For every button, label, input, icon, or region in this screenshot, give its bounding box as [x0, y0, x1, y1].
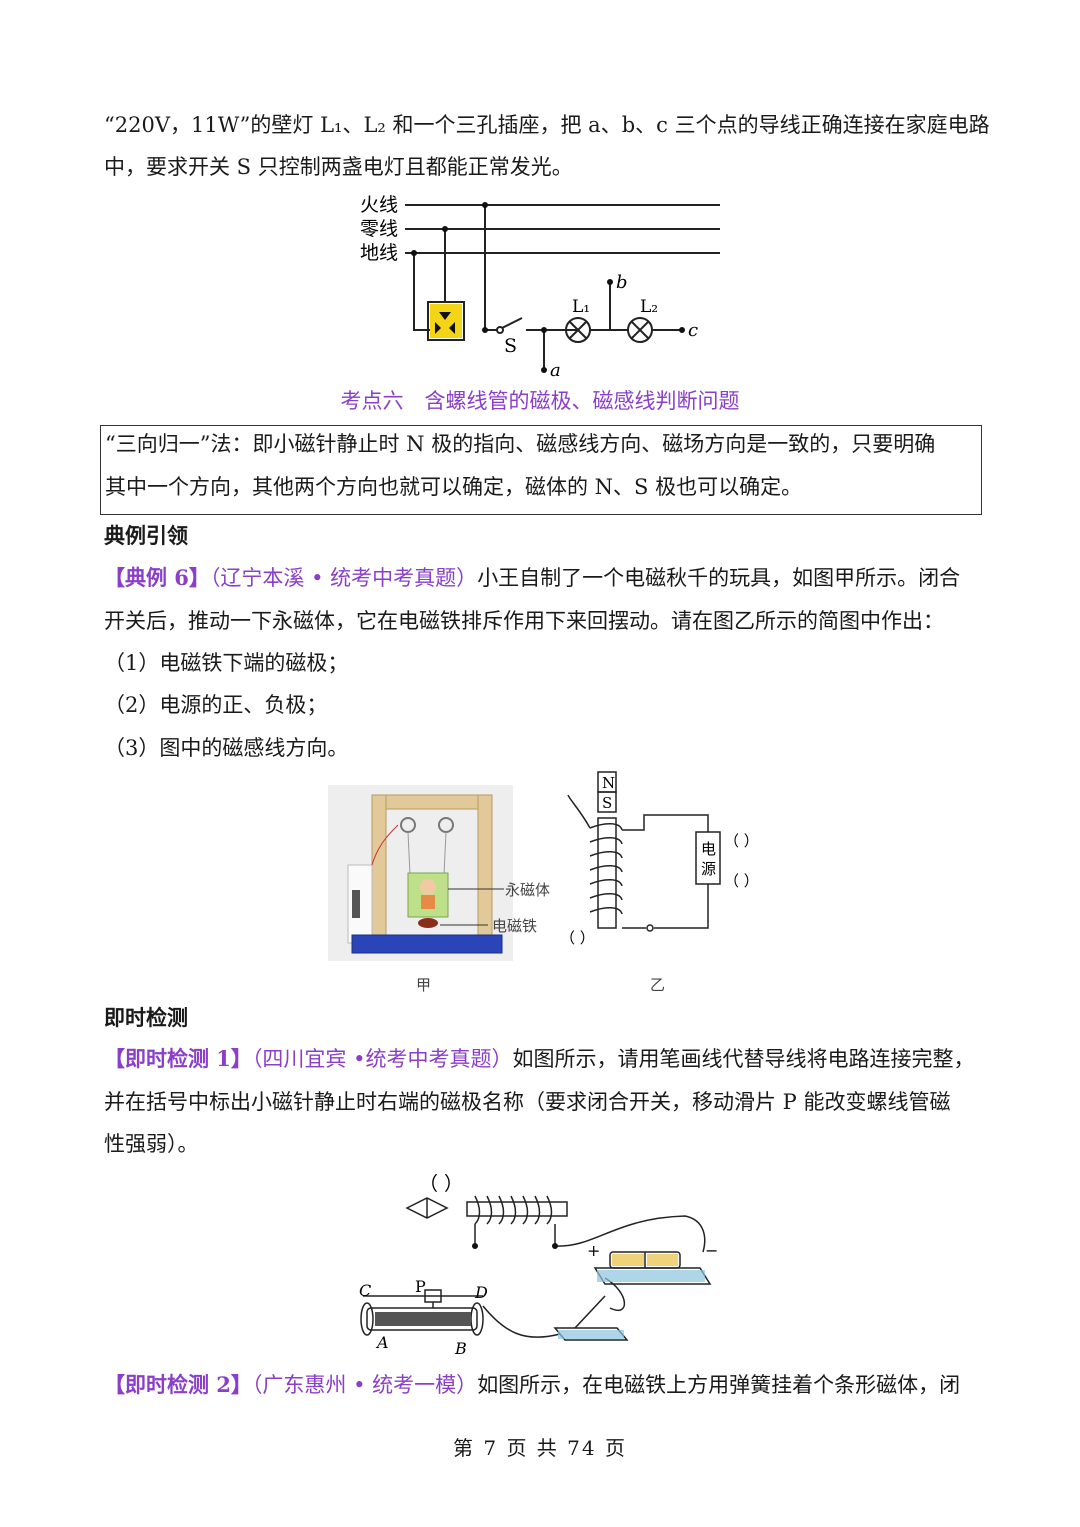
check-2-source: （广东惠州 • 统考一模）	[251, 1373, 478, 1397]
example-heading: 典例引领	[104, 523, 188, 548]
example-6-text-1: 小王自制了一个电磁秋千的玩具，如图甲所示。闭合	[477, 566, 961, 590]
slider-p-label: P	[415, 1277, 426, 1296]
check-2-line-1: 【即时检测 2】（广东惠州 • 统考一模）如图所示，在电磁铁上方用弹簧挂着个条形…	[104, 1370, 960, 1400]
check-1-line-3: 性强弱）。	[104, 1132, 199, 1156]
check-2-tag: 【即时检测 2】	[104, 1372, 252, 1397]
switch-label: S	[504, 335, 517, 357]
lamp-2-label: L₂	[640, 297, 658, 317]
lamp-1-label: L₁	[572, 297, 590, 317]
battery-minus: −	[705, 1241, 718, 1260]
electromagnet-label: 电磁铁	[492, 917, 538, 935]
live-wire-label: 火线	[360, 194, 398, 216]
rule-line-2: 其中一个方向，其他两个方向也就可以确定，磁体的 N、S 极也可以确定。	[105, 475, 803, 499]
point-c-label: c	[688, 320, 698, 341]
intro-line-2: 中，要求开关 S 只控制两盏电灯且都能正常发光。	[104, 155, 573, 179]
figure-yi-caption: 乙	[650, 976, 666, 994]
household-circuit-diagram: 火线 零线 地线 S a b c L₁ L₂	[360, 194, 720, 381]
power-label-2: 源	[701, 860, 716, 878]
power-blank-top: （ ）	[724, 832, 759, 850]
terminal-b-label: B	[454, 1339, 467, 1358]
section-heading: 考点六 含螺线管的磁极、磁感线判断问题	[340, 389, 740, 413]
point-a-label: a	[550, 360, 561, 381]
neutral-wire-label: 零线	[360, 218, 398, 240]
check-1-source: （四川宜宾 •统考中考真题）	[251, 1047, 513, 1071]
solenoid-circuit-figure: （ ） + − C P D A B	[359, 1173, 718, 1358]
example-6-line-2: 开关后，推动一下永磁体，它在电磁铁排斥作用下来回摆动。请在图乙所示的简图中作出：	[104, 609, 944, 633]
swing-photo	[328, 785, 513, 961]
electromagnet-schematic: N S 电 源 （ ） （ ） （ ）	[560, 771, 759, 947]
check-1-line-1: 【即时检测 1】（四川宜宾 •统考中考真题）如图所示，请用笔画线代替导线将电路连…	[104, 1044, 975, 1074]
example-6-item-2: （2）电源的正、负极；	[104, 693, 328, 717]
intro-line-1: “220V，11W”的壁灯 L₁、L₂ 和一个三孔插座，把 a、b、c 三个点的…	[104, 113, 990, 137]
power-label-1: 电	[701, 840, 716, 858]
compass-blank: （ ）	[419, 1173, 463, 1195]
page-footer: 第 7 页 共 74 页	[453, 1436, 627, 1460]
power-blank-bottom: （ ）	[724, 872, 759, 890]
check-1-tag: 【即时检测 1】	[104, 1046, 252, 1071]
s-pole-label: S	[602, 794, 612, 812]
point-b-label: b	[616, 272, 628, 293]
example-6-line-1: 【典例 6】（辽宁本溪 • 统考中考真题）小王自制了一个电磁秋千的玩具，如图甲所…	[104, 563, 960, 593]
check-1-text-1: 如图所示，请用笔画线代替导线将电路连接完整，	[512, 1047, 975, 1071]
terminal-c-label: C	[359, 1281, 371, 1300]
example-6-item-1: （1）电磁铁下端的磁极；	[104, 651, 349, 675]
permanent-magnet-label: 永磁体	[505, 881, 551, 899]
battery-plus: +	[587, 1241, 600, 1260]
check-1-line-2: 并在括号中标出小磁针静止时右端的磁极名称（要求闭合开关，移动滑片 P 能改变螺线…	[104, 1090, 951, 1114]
figure-jia-caption: 甲	[416, 976, 432, 994]
example-6-source: （辽宁本溪 • 统考中考真题）	[209, 566, 478, 590]
terminal-a-label: A	[375, 1333, 389, 1352]
rule-line-1: “三向归一”法：即小磁针静止时 N 极的指向、磁感线方向、磁场方向是一致的，只要…	[105, 432, 936, 456]
check-2-text-1: 如图所示，在电磁铁上方用弹簧挂着个条形磁体，闭	[477, 1373, 961, 1397]
example-6-item-3: （3）图中的磁感线方向。	[104, 736, 349, 760]
terminal-d-label: D	[474, 1283, 488, 1302]
n-pole-label: N	[602, 774, 615, 792]
rule-box: “三向归一”法：即小磁针静止时 N 极的指向、磁感线方向、磁场方向是一致的，只要…	[100, 425, 982, 515]
example-6-tag: 【典例 6】	[104, 565, 210, 590]
check-heading: 即时检测	[104, 1005, 188, 1030]
coil-blank: （ ）	[560, 929, 595, 947]
ground-wire-label: 地线	[360, 242, 398, 264]
